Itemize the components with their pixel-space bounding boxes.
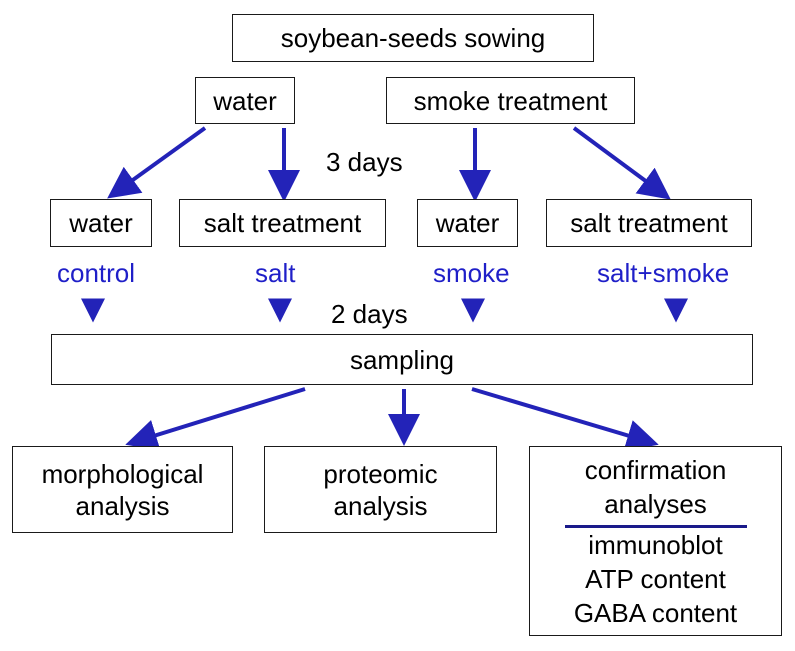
smoke-treatment-text: smoke treatment <box>413 85 608 116</box>
salt-treatment-right-box: salt treatment <box>546 199 752 247</box>
water-top-box: water <box>195 77 295 124</box>
water-right-box: water <box>417 199 518 247</box>
sampling-box: sampling <box>51 334 753 385</box>
morphological-line-1: morphological <box>41 458 204 489</box>
salt-treatment-left-text: salt treatment <box>203 208 362 238</box>
morphological-analysis-box: morphological analysis <box>12 446 233 533</box>
confirmation-item-immunoblot: immunoblot <box>588 530 723 560</box>
group-label-salt-smoke: salt+smoke <box>597 258 730 288</box>
confirmation-analyses-box: confirmation analyses immunoblot ATP con… <box>529 446 782 636</box>
confirmation-divider <box>564 525 747 528</box>
proteomic-analysis-box: proteomic analysis <box>264 446 497 533</box>
salt-treatment-left-box: salt treatment <box>179 199 386 247</box>
confirmation-item-atp: ATP content <box>585 564 726 594</box>
sowing-text: soybean-seeds sowing <box>280 23 546 53</box>
proteomic-line-1: proteomic <box>323 458 438 489</box>
group-label-control: control <box>57 258 136 288</box>
confirmation-title-line-2: analyses <box>604 489 707 519</box>
three-days-label: 3 days <box>326 147 403 177</box>
confirmation-title-line-1: confirmation <box>584 455 727 485</box>
proteomic-line-2: analysis <box>333 490 428 521</box>
two-days-label: 2 days <box>331 299 408 329</box>
group-label-salt: salt <box>255 258 296 288</box>
salt-treatment-right-text: salt treatment <box>570 208 728 238</box>
water-left-text: water <box>69 208 133 238</box>
water-left-box: water <box>50 199 152 247</box>
water-top-text: water <box>213 85 277 116</box>
smoke-treatment-box: smoke treatment <box>386 77 635 124</box>
arrow-sampling-to-confirmation <box>471 387 659 451</box>
arrow-smoke-to-salt <box>572 126 671 200</box>
arrow-sampling-to-morphological <box>125 387 306 451</box>
sowing-box: soybean-seeds sowing <box>232 14 594 62</box>
group-label-smoke: smoke <box>433 258 510 288</box>
water-right-text: water <box>435 208 500 238</box>
arrow-water-to-water <box>107 126 207 199</box>
confirmation-item-gaba: GABA content <box>573 598 738 628</box>
sampling-text: sampling <box>349 344 455 375</box>
morphological-line-2: analysis <box>75 490 170 521</box>
